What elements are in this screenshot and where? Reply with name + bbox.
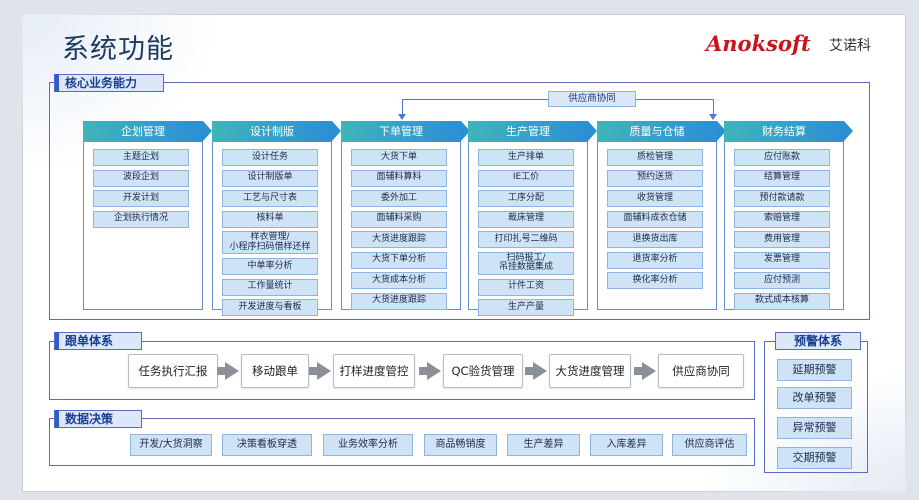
decision-section-label-text: 数据决策 [65, 412, 114, 426]
column-production-item: 打印扎号二维码 [478, 231, 574, 248]
column-design-item: 核料单 [222, 210, 318, 228]
core-section-label: 核心业务能力 [54, 74, 164, 92]
column-design-item: 工作量统计 [222, 278, 318, 296]
section-tab-marker [55, 410, 59, 428]
column-finance-item: 索赔管理 [734, 210, 830, 228]
column-ordering-item: 面辅料算料 [351, 169, 447, 187]
tracking-arrow-icon [634, 362, 656, 380]
column-design-item: 开发进度与看板 [222, 299, 318, 316]
tracking-arrow-icon [309, 362, 331, 380]
column-ordering-item: 大货下单 [351, 149, 447, 166]
tracking-step: QC验货管理 [443, 354, 523, 388]
column-finance-item: 款式成本核算 [734, 292, 830, 310]
connector-line-right [713, 99, 714, 116]
tracking-step: 移动跟单 [241, 354, 309, 388]
decision-item: 商品畅销度 [424, 434, 497, 456]
section-tab-marker [55, 332, 59, 350]
column-ordering-item: 大货进度跟踪 [351, 231, 447, 248]
tracking-arrow-icon [419, 362, 441, 380]
tracking-section-label-text: 跟单体系 [65, 334, 114, 348]
column-ordering-item: 大货下单分析 [351, 251, 447, 269]
connector-line-left [402, 99, 403, 116]
column-production-item: 计件工资 [478, 278, 574, 296]
column-design-item: 设计任务 [222, 149, 318, 166]
column-production-item: 生产排单 [478, 149, 574, 166]
tracking-section-frame [49, 341, 755, 400]
tracking-step: 打样进度管控 [333, 354, 415, 388]
column-production-item: 裁床管理 [478, 210, 574, 228]
column-production-item: 工序分配 [478, 190, 574, 207]
column-finance-item: 应付预测 [734, 272, 830, 289]
column-finance-item: 结算管理 [734, 169, 830, 187]
column-production-item: 扫码报工/ 吊挂数据集成 [478, 251, 574, 275]
decision-item: 业务效率分析 [323, 434, 413, 456]
column-quality-warehouse-item: 预约送货 [607, 169, 703, 187]
column-ordering-header: 下单管理 [341, 121, 470, 142]
column-production-item: IE工价 [478, 169, 574, 187]
warning-item: 延期预警 [777, 359, 852, 381]
page-title: 系统功能 [62, 34, 174, 65]
warning-item: 改单预警 [777, 387, 852, 409]
supplier-coordination-badge: 供应商协同 [548, 91, 636, 107]
warning-item: 异常预警 [777, 417, 852, 439]
column-planning-item: 主题企划 [93, 149, 189, 166]
decision-section-label: 数据决策 [54, 410, 142, 428]
tracking-step: 任务执行汇报 [128, 354, 218, 388]
column-planning-item: 企划执行情况 [93, 210, 189, 228]
column-quality-warehouse-item: 质检管理 [607, 149, 703, 166]
column-quality-warehouse-item: 退换货出库 [607, 231, 703, 248]
section-tab-marker [55, 74, 59, 92]
column-planning-item: 波段企划 [93, 169, 189, 187]
tracking-step: 大货进度管理 [549, 354, 631, 388]
tracking-section-label: 跟单体系 [54, 332, 142, 350]
brand-logo-chinese: 艾诺科 [829, 38, 871, 54]
warning-section-label: 预警体系 [775, 332, 861, 350]
column-design-item: 工艺与尺寸表 [222, 190, 318, 207]
column-design-item: 样衣管理/ 小程序扫码借样还样 [222, 231, 318, 254]
tracking-arrow-icon [525, 362, 547, 380]
core-section-frame [49, 82, 870, 320]
decision-item: 供应商评估 [672, 434, 747, 456]
core-section-label-text: 核心业务能力 [65, 76, 138, 90]
column-design-item: 中单率分析 [222, 258, 318, 275]
decision-section-frame [49, 418, 755, 466]
column-planning-header: 企划管理 [83, 121, 212, 142]
warning-item: 交期预警 [777, 447, 852, 469]
decision-item: 开发/大货洞察 [130, 434, 212, 456]
column-quality-warehouse-item: 面辅料成衣仓储 [607, 210, 703, 228]
tracking-arrow-icon [217, 362, 239, 380]
decision-item: 入库差异 [590, 434, 663, 456]
brand-logo: Anoksoft [706, 31, 811, 56]
column-quality-warehouse-item: 收货管理 [607, 190, 703, 207]
column-design-header: 设计制版 [212, 121, 341, 142]
column-ordering-item: 委外加工 [351, 190, 447, 207]
column-quality-warehouse-item: 退货率分析 [607, 251, 703, 269]
column-ordering-item: 面辅料采购 [351, 210, 447, 228]
column-ordering-item: 大货成本分析 [351, 272, 447, 289]
connector-arrow-left [398, 114, 406, 120]
column-production-item: 生产产量 [478, 299, 574, 316]
column-finance-item: 预付款请款 [734, 190, 830, 207]
column-design-item: 设计制版单 [222, 169, 318, 187]
column-finance-item: 应付账款 [734, 149, 830, 166]
column-finance-item: 发票管理 [734, 251, 830, 269]
connector-arrow-right [709, 114, 717, 120]
column-quality-warehouse-item: 换化率分析 [607, 272, 703, 289]
column-planning-item: 开发计划 [93, 190, 189, 207]
tracking-step: 供应商协同 [658, 354, 744, 388]
decision-item: 决策看板穿透 [222, 434, 312, 456]
column-finance-item: 费用管理 [734, 231, 830, 248]
column-quality-warehouse-header: 质量与仓储 [597, 121, 726, 142]
column-ordering-item: 大货进度跟踪 [351, 292, 447, 310]
decision-item: 生产差异 [507, 434, 580, 456]
column-production-header: 生产管理 [468, 121, 597, 142]
column-finance-header: 财务结算 [724, 121, 853, 142]
